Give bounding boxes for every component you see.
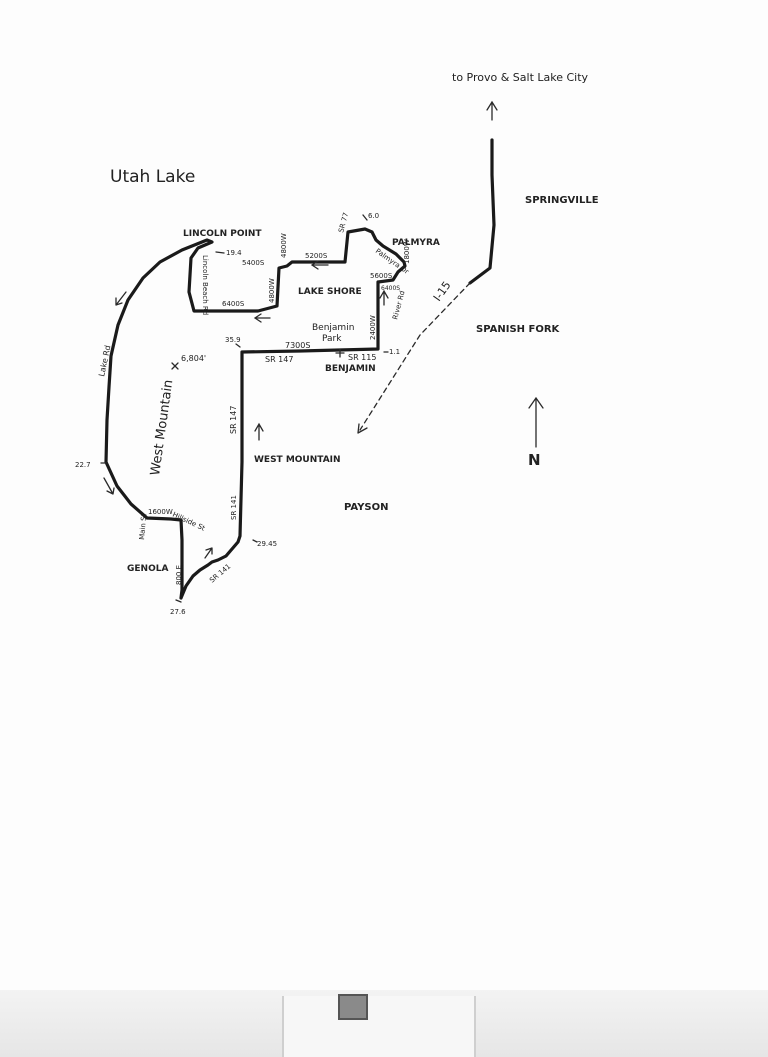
i15-arrowhead xyxy=(357,423,368,434)
town-palmyra: PALMYRA xyxy=(392,238,440,248)
milepost-35-9: 35.9 xyxy=(225,336,241,344)
road-main-st: Main St xyxy=(138,513,148,540)
milepost-19-4: 19.4 xyxy=(226,249,242,257)
road-1800w: 1800W xyxy=(403,239,411,264)
milepost-22-7: 22.7 xyxy=(75,461,91,469)
milepost-1-1: 1.1 xyxy=(389,348,400,356)
direction-arrow-icon xyxy=(115,291,127,306)
direction-arrow-icon xyxy=(379,289,389,306)
milepost-27-6: 27.6 xyxy=(170,608,186,616)
route-line xyxy=(104,227,407,600)
benjamin-park-label-1: Benjamin xyxy=(312,323,354,333)
direction-arrow-icon xyxy=(254,422,264,441)
park-marker-icon xyxy=(335,348,345,358)
road-sr77: SR 77 xyxy=(337,212,350,234)
road-2400w: 2400W xyxy=(369,315,377,340)
road-sr141-a: SR 141 xyxy=(230,495,238,520)
feature-west-mountain: West Mountain xyxy=(148,379,176,477)
road-5400s: 5400S xyxy=(242,259,265,267)
scanner-clip xyxy=(282,996,476,1057)
road-1600w: 1600W xyxy=(148,508,173,516)
road-hillside-st: Hillside St xyxy=(171,511,206,533)
route-map: Utah Lake to Provo & Salt Lake City N SP… xyxy=(75,71,599,616)
road-sr147-a: SR 147 xyxy=(265,355,293,364)
north-label: N xyxy=(528,451,541,469)
peak-elevation: 6,804' xyxy=(181,354,206,363)
i15-line xyxy=(468,138,496,285)
road-5600s: 5600S xyxy=(370,272,393,280)
direction-arrow-icon xyxy=(253,313,271,323)
town-benjamin: BENJAMIN xyxy=(325,364,376,374)
town-lake-shore: LAKE SHORE xyxy=(298,287,362,297)
town-payson: PAYSON xyxy=(344,502,389,513)
town-springville: SPRINGVILLE xyxy=(525,195,599,206)
road-lincoln-beach: Lincoln Beach Rd xyxy=(201,255,209,315)
north-arrow-icon xyxy=(528,396,544,448)
direction-arrow-icon xyxy=(103,477,115,495)
road-river-rd: River Rd xyxy=(391,290,406,321)
road-800e: 800 E xyxy=(175,565,183,585)
town-lincoln-point: LINCOLN POINT xyxy=(183,229,262,239)
road-4800w-a: 4800W xyxy=(280,233,288,258)
road-6400s-west: 6400S xyxy=(222,300,245,308)
benjamin-park-label-2: Park xyxy=(322,334,342,344)
town-genola: GENOLA xyxy=(127,564,168,574)
direction-arrow-icon xyxy=(310,260,329,270)
milepost-6-0: 6.0 xyxy=(368,212,379,220)
town-west-mountain: WEST MOUNTAIN xyxy=(254,455,341,465)
road-sr115: SR 115 xyxy=(348,353,376,362)
destination-label: to Provo & Salt Lake City xyxy=(452,71,589,84)
road-4800w-b: 4800W xyxy=(268,278,276,303)
i15-dashed xyxy=(359,282,471,431)
road-7300s: 7300S xyxy=(285,341,310,350)
road-5200s: 5200S xyxy=(305,252,328,260)
road-sr147-b: SR 147 xyxy=(229,406,238,434)
town-spanish-fork: SPANISH FORK xyxy=(476,324,561,335)
road-sr141-b: SR 141 xyxy=(208,562,232,584)
north-to-provo-arrow xyxy=(486,100,498,121)
peak-marker-icon xyxy=(171,362,179,370)
road-i15: I-15 xyxy=(431,279,454,304)
lake-label: Utah Lake xyxy=(110,167,195,187)
direction-arrow-icon xyxy=(204,547,213,559)
road-6400s-east: 6400S xyxy=(381,285,400,292)
milepost-ticks xyxy=(100,214,389,603)
milepost-29-45: 29.45 xyxy=(257,540,277,548)
clip-marker xyxy=(338,994,368,1020)
